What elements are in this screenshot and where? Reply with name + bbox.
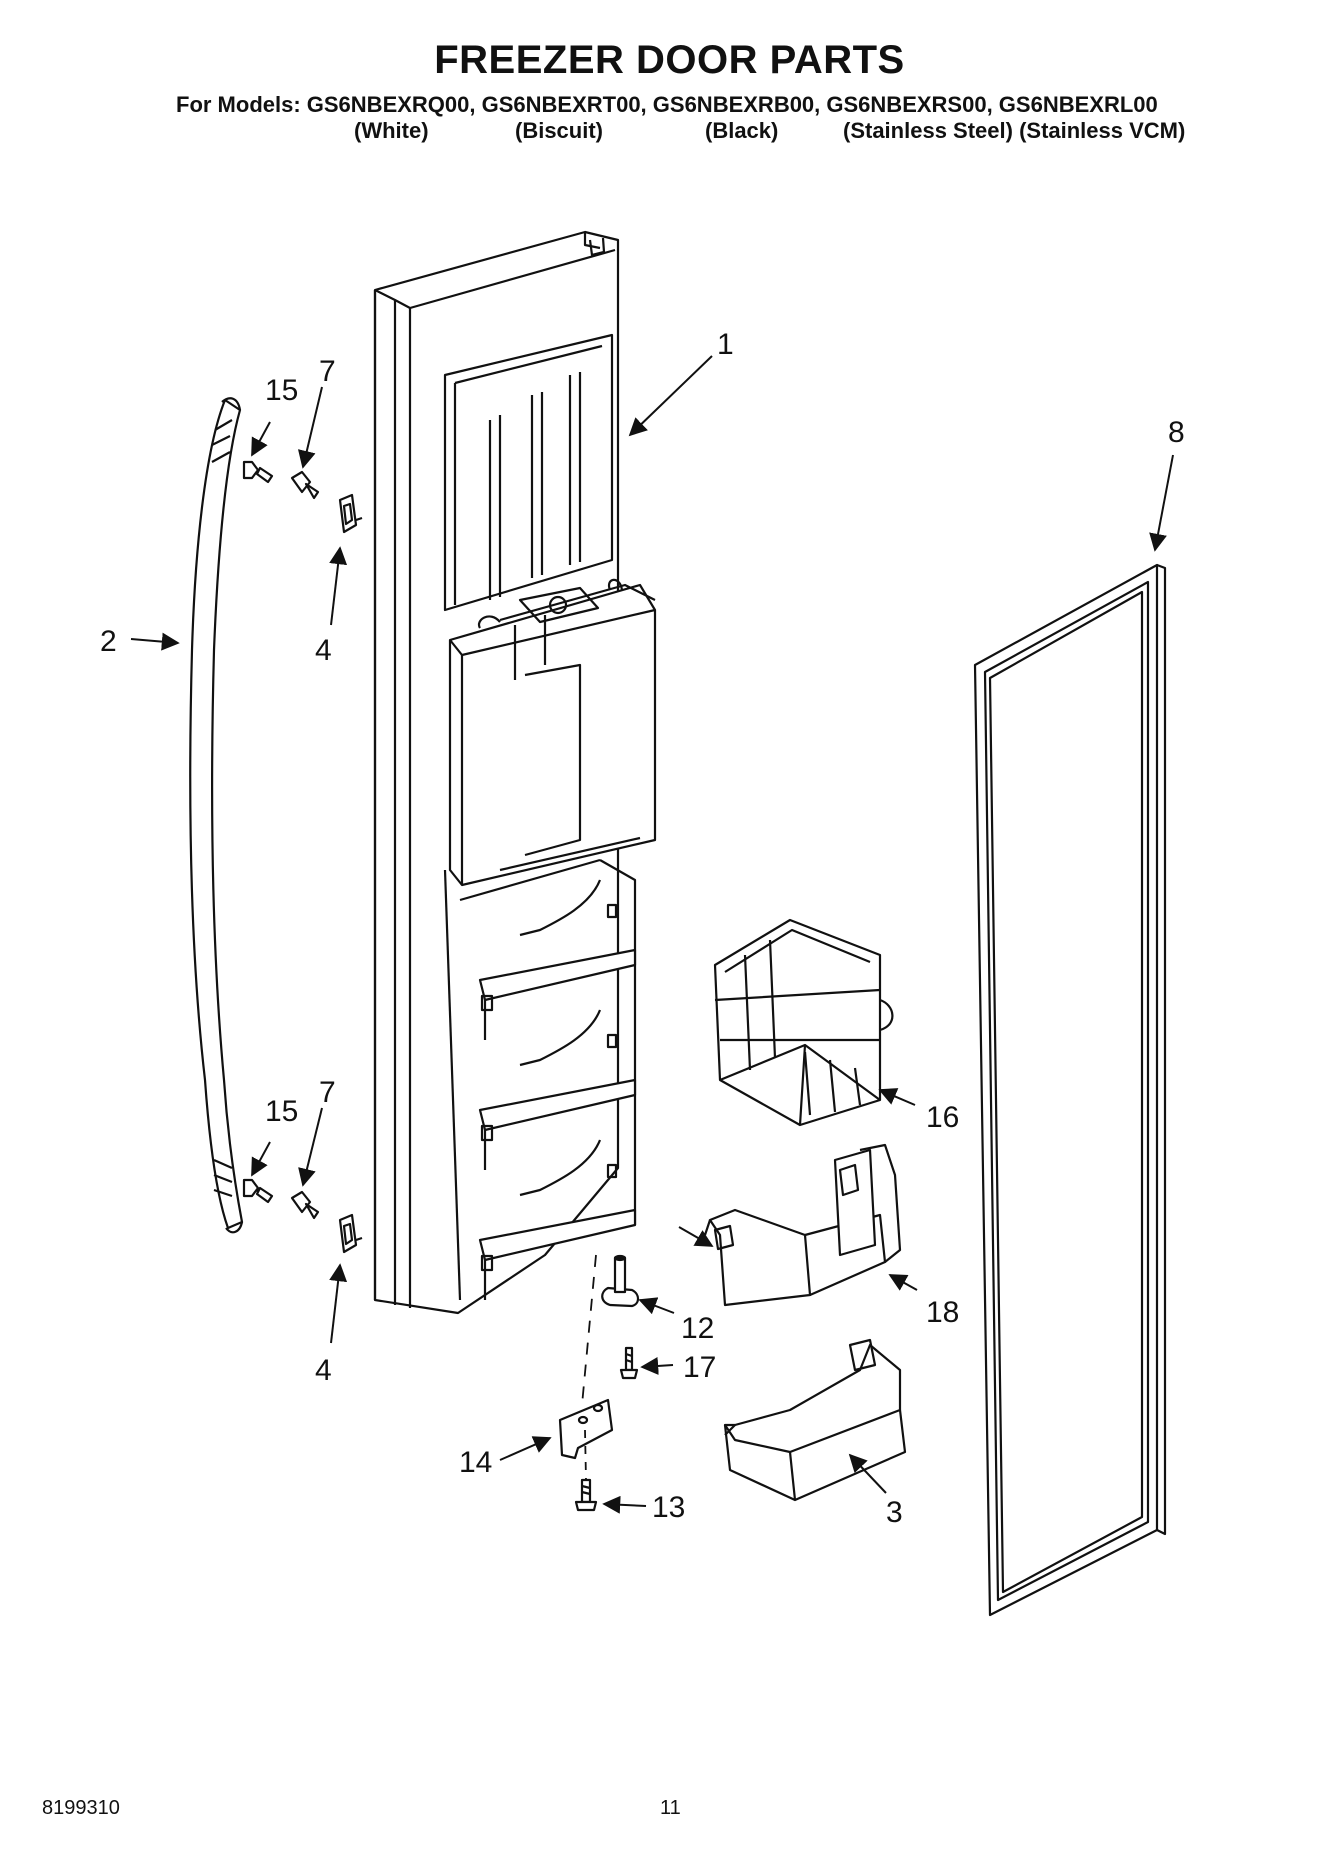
callout-4-upper: 4: [315, 634, 332, 667]
callout-12: 12: [681, 1312, 714, 1345]
callout-8: 8: [1168, 416, 1185, 449]
hinge-pin-screw: [619, 1346, 639, 1380]
wire-basket: [713, 918, 894, 1127]
callout-7-lower: 7: [319, 1076, 336, 1109]
callout-7-upper: 7: [319, 355, 336, 388]
document-number: 8199310: [42, 1797, 120, 1819]
callout-17: 17: [683, 1351, 716, 1384]
callout-14: 14: [459, 1446, 492, 1479]
color-stainless: (Stainless Steel) (Stainless VCM): [843, 118, 1186, 143]
hinge-pin: [601, 1254, 640, 1308]
callout-2: 2: [100, 625, 117, 658]
leader-arrows: [130, 355, 1174, 1514]
callout-15-upper: 15: [265, 374, 298, 407]
callout-1: 1: [717, 328, 734, 361]
callout-13: 13: [652, 1491, 685, 1524]
mounting-stud-upper: [290, 470, 320, 500]
hinge-bracket: [558, 1398, 614, 1460]
door-gasket: [973, 563, 1167, 1617]
handle-clip-lower: [338, 1213, 363, 1254]
model-list: For Models: GS6NBEXRQ00, GS6NBEXRT00, GS…: [176, 92, 1158, 117]
handle-screw-lower: [242, 1178, 274, 1204]
mounting-stud-lower: [290, 1190, 320, 1220]
page-title: FREEZER DOOR PARTS: [434, 38, 905, 82]
page-number: 11: [660, 1797, 681, 1819]
callout-16: 16: [926, 1101, 959, 1134]
callout-3: 3: [886, 1496, 903, 1529]
callout-15-lower: 15: [265, 1095, 298, 1128]
handle-screw-upper: [242, 460, 274, 484]
color-white: (White): [354, 118, 429, 143]
door-bin-small: [723, 1338, 907, 1502]
freezer-door: [373, 230, 657, 1315]
door-shelf-bin: [703, 1143, 902, 1307]
handle-clip-upper: [338, 493, 363, 534]
callout-4-lower: 4: [315, 1354, 332, 1387]
color-black: (Black): [705, 118, 779, 143]
callout-18: 18: [926, 1296, 959, 1329]
hinge-bracket-screw: [574, 1478, 598, 1512]
door-handle: [189, 397, 244, 1234]
color-biscuit: (Biscuit): [515, 118, 603, 143]
